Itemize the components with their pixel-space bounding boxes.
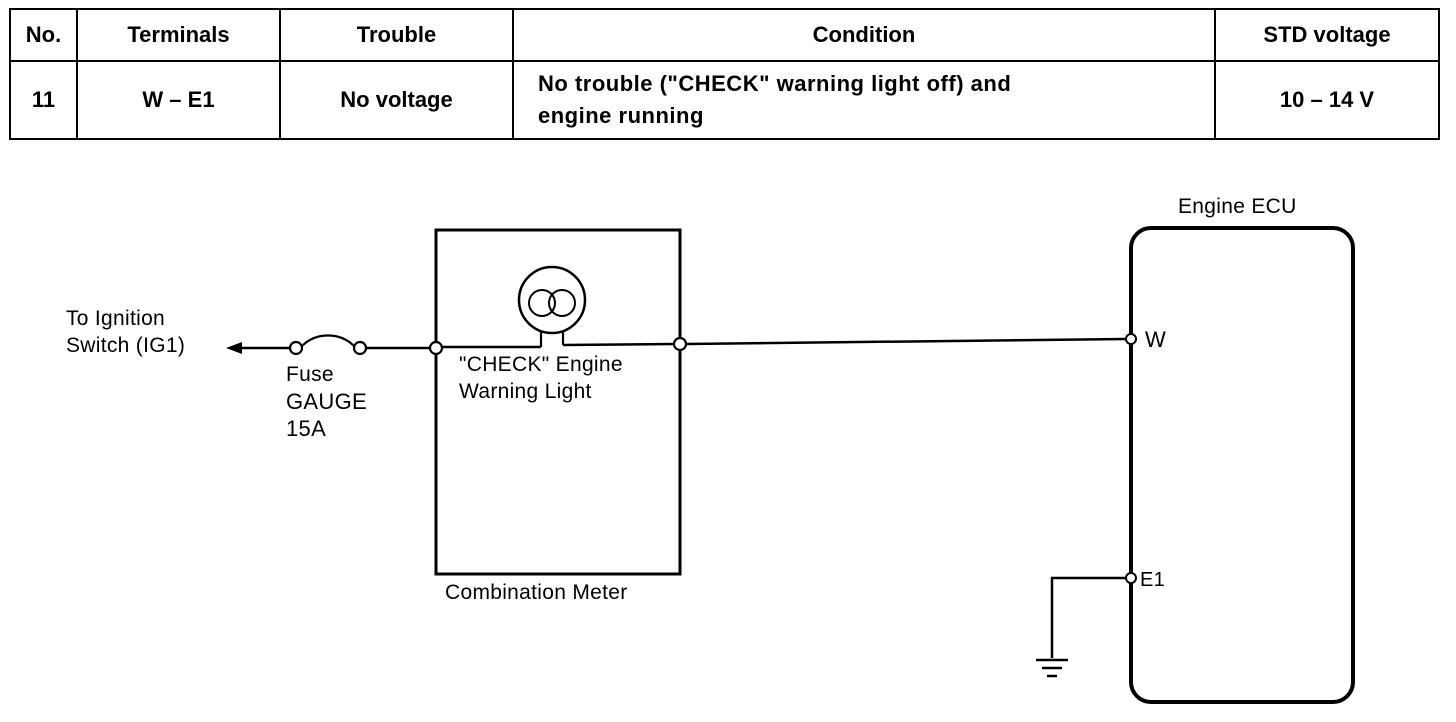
- header-no: No.: [9, 8, 78, 62]
- terminal-w-label: W: [1145, 327, 1167, 352]
- table-row: 11 W – E1 No voltage No trouble ("CHECK"…: [9, 60, 1440, 140]
- fuse-icon: [301, 334, 355, 347]
- fuse-label: Fuse GAUGE 15A: [286, 363, 367, 441]
- condition-line-2: engine running: [538, 103, 704, 128]
- header-trouble: Trouble: [279, 8, 514, 62]
- fuse-terminal-right: [352, 340, 368, 356]
- header-std-voltage: STD voltage: [1214, 8, 1440, 62]
- engine-ecu-label: Engine ECU: [1178, 195, 1297, 218]
- warning-light-bulb-icon: [517, 265, 587, 335]
- terminal-e1-label: E1: [1140, 569, 1166, 591]
- cell-condition: No trouble ("CHECK" warning light off) a…: [512, 60, 1216, 140]
- condition-line-1: No trouble ("CHECK" warning light off) a…: [538, 71, 1012, 96]
- table-header-row: No. Terminals Trouble Condition STD volt…: [9, 8, 1440, 62]
- cell-trouble: No voltage: [279, 60, 514, 140]
- cell-no: 11: [9, 60, 78, 140]
- ignition-label: To Ignition Switch (IG1): [66, 307, 186, 357]
- engine-ecu-box: [1129, 226, 1355, 704]
- meter-terminal-right: [672, 336, 688, 352]
- spec-table: No. Terminals Trouble Condition STD volt…: [9, 8, 1440, 140]
- cell-std-voltage: 10 – 14 V: [1214, 60, 1440, 140]
- ecu-terminal-e1: [1125, 572, 1137, 584]
- warning-light-label: "CHECK" Engine Warning Light: [459, 353, 623, 403]
- cell-terminals: W – E1: [76, 60, 281, 140]
- meter-wire-right: [562, 342, 675, 347]
- wire-w-line: [685, 337, 1127, 346]
- fuse-terminal-left: [288, 340, 304, 356]
- arrow-to-ignition-icon: [226, 342, 242, 354]
- ecu-terminal-w: [1125, 333, 1137, 345]
- ground-icon: [1036, 658, 1068, 678]
- combination-meter-box: [434, 228, 682, 576]
- wire-e1-ground: [1050, 576, 1126, 658]
- meter-terminal-left: [428, 340, 444, 356]
- header-terminals: Terminals: [76, 8, 281, 62]
- header-condition: Condition: [512, 8, 1216, 62]
- combination-meter-label: Combination Meter: [445, 581, 628, 604]
